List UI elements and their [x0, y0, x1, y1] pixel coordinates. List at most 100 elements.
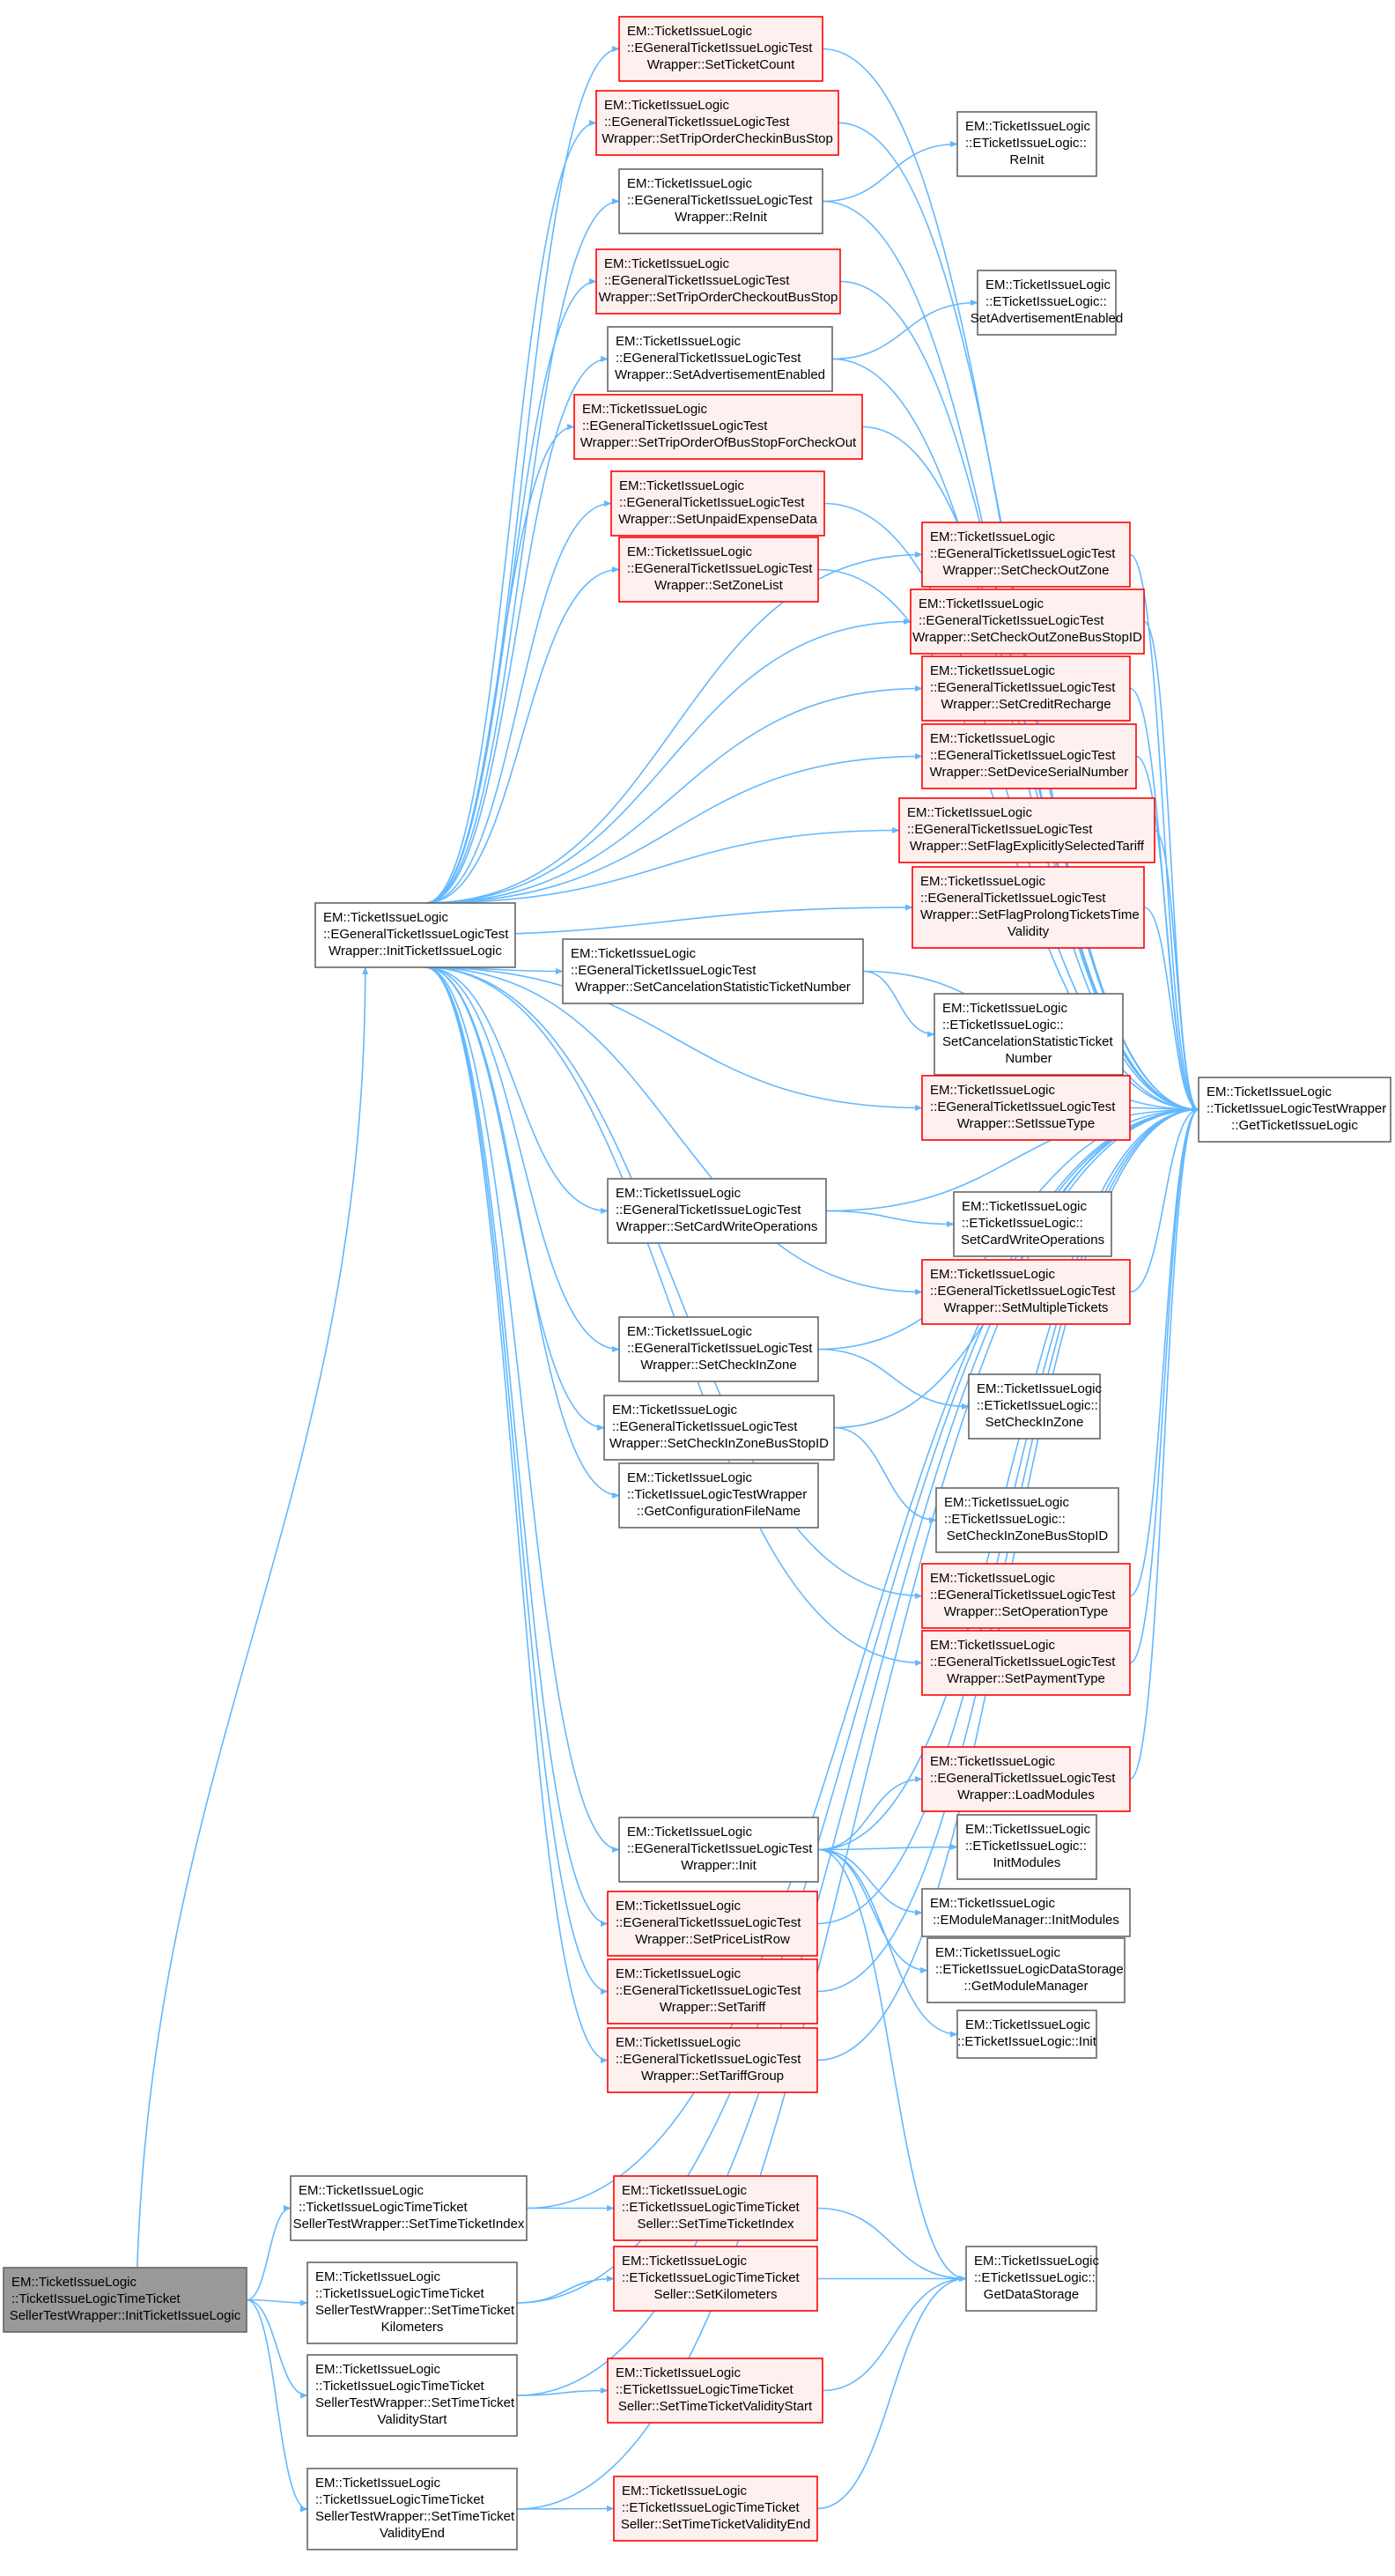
node-box	[926, 1937, 1126, 2003]
node-check-out-zone[interactable]: EM::TicketIssueLogic::EGeneralTicketIssu…	[921, 522, 1131, 588]
node-tts-km[interactable]: EM::TicketIssueLogic::ETicketIssueLogicT…	[613, 2246, 818, 2312]
call-edge	[1143, 620, 1199, 1113]
call-edge	[424, 45, 620, 904]
node-get-config[interactable]: EM::TicketIssueLogic::TicketIssueLogicTe…	[618, 1462, 819, 1529]
call-edge	[424, 966, 605, 1432]
node-label-line: InitModules	[993, 1855, 1061, 1870]
node-label-line: EM::TicketIssueLogic	[920, 874, 1045, 889]
node-label-line: SellerTestWrapper::SetTimeTicketIndex	[293, 2217, 525, 2232]
node-label-line: EM::TicketIssueLogic	[315, 2269, 440, 2284]
node-multiple[interactable]: EM::TicketIssueLogic::EGeneralTicketIssu…	[921, 1259, 1131, 1325]
node-tariff[interactable]: EM::TicketIssueLogic::EGeneralTicketIssu…	[607, 1958, 818, 2025]
call-edge	[1154, 829, 1199, 1113]
node-ttsw-end[interactable]: EM::TicketIssueLogic::TicketIssueLogicTi…	[306, 2468, 518, 2550]
node-ttsw-index[interactable]: EM::TicketIssueLogic::TicketIssueLogicTi…	[290, 2175, 528, 2241]
node-init[interactable]: EM::TicketIssueLogic::EGeneralTicketIssu…	[618, 1817, 819, 1883]
node-tariff-group[interactable]: EM::TicketIssueLogic::EGeneralTicketIssu…	[607, 2027, 818, 2093]
node-label-line: ::EGeneralTicketIssueLogicTest	[612, 1419, 798, 1434]
node-serial[interactable]: EM::TicketIssueLogic::EGeneralTicketIssu…	[921, 723, 1137, 789]
node-etil-check-in-zone-bus[interactable]: EM::TicketIssueLogic::ETicketIssueLogic:…	[935, 1487, 1119, 1553]
node-ttsw-start[interactable]: EM::TicketIssueLogic::TicketIssueLogicTi…	[306, 2354, 518, 2437]
call-edge	[424, 566, 620, 904]
node-issue-type[interactable]: EM::TicketIssueLogic::EGeneralTicketIssu…	[921, 1075, 1131, 1141]
node-pay-type[interactable]: EM::TicketIssueLogic::EGeneralTicketIssu…	[921, 1630, 1131, 1696]
node-box	[935, 1487, 1119, 1553]
node-trip-checkin[interactable]: EM::TicketIssueLogic::EGeneralTicketIssu…	[595, 90, 839, 156]
node-root[interactable]: EM::TicketIssueLogic::TicketIssueLogicTi…	[3, 2267, 247, 2333]
node-check-in-zone[interactable]: EM::TicketIssueLogic::EGeneralTicketIssu…	[618, 1316, 819, 1382]
node-box	[618, 168, 823, 234]
node-box	[607, 2027, 818, 2093]
node-etil-card-write[interactable]: EM::TicketIssueLogic::ETicketIssueLogic:…	[953, 1191, 1112, 1257]
node-label-line: EM::TicketIssueLogic	[627, 544, 752, 559]
node-trip-for-checkout[interactable]: EM::TicketIssueLogic::EGeneralTicketIssu…	[573, 394, 863, 460]
node-label-line: EM::TicketIssueLogic	[965, 2017, 1090, 2032]
node-label-line: ::TicketIssueLogicTimeTicket	[11, 2291, 181, 2306]
node-label-line: EM::TicketIssueLogic	[930, 529, 1055, 544]
node-label-line: ::EGeneralTicketIssueLogicTest	[627, 561, 813, 576]
node-label-line: Wrapper::ReInit	[675, 210, 768, 225]
node-label-line: ::EGeneralTicketIssueLogicTest	[627, 1841, 813, 1856]
node-label-line: Wrapper::SetTariff	[660, 2000, 766, 2015]
node-get-mod-mgr[interactable]: EM::TicketIssueLogic::ETicketIssueLogicD…	[926, 1937, 1126, 2003]
node-zone-list[interactable]: EM::TicketIssueLogic::EGeneralTicketIssu…	[618, 537, 819, 603]
node-label-line: EM::TicketIssueLogic	[604, 98, 729, 113]
node-card-write[interactable]: EM::TicketIssueLogic::EGeneralTicketIssu…	[607, 1178, 827, 1244]
node-etil-adv[interactable]: EM::TicketIssueLogic::ETicketIssueLogic:…	[971, 270, 1123, 336]
node-emm-init[interactable]: EM::TicketIssueLogic::EModuleManager::In…	[921, 1888, 1131, 1937]
node-label-line: EM::TicketIssueLogic	[315, 2362, 440, 2377]
node-credit[interactable]: EM::TicketIssueLogic::EGeneralTicketIssu…	[921, 655, 1131, 722]
call-edge	[424, 966, 620, 1353]
node-label-line: ::EGeneralTicketIssueLogicTest	[616, 351, 801, 366]
node-etil-check-in-zone[interactable]: EM::TicketIssueLogic::ETicketIssueLogic:…	[968, 1373, 1102, 1440]
node-label-line: EM::TicketIssueLogic	[616, 1186, 741, 1201]
call-edge	[817, 1843, 958, 1851]
node-adv[interactable]: EM::TicketIssueLogic::EGeneralTicketIssu…	[607, 326, 833, 392]
node-set-ticket-count[interactable]: EM::TicketIssueLogic::EGeneralTicketIssu…	[618, 16, 823, 82]
node-label-line: ReInit	[1009, 152, 1044, 167]
call-edge	[424, 119, 597, 904]
node-cancel[interactable]: EM::TicketIssueLogic::EGeneralTicketIssu…	[562, 938, 864, 1004]
node-box	[898, 797, 1155, 863]
node-box	[613, 2175, 818, 2241]
node-label-line: Wrapper::SetCreditRecharge	[941, 697, 1111, 712]
node-box	[613, 2476, 818, 2542]
call-edge	[424, 500, 612, 904]
node-ttsw-km[interactable]: EM::TicketIssueLogic::TicketIssueLogicTi…	[306, 2261, 518, 2344]
node-box	[953, 1191, 1112, 1257]
node-label-line: Wrapper::SetFlagExplicitlySelectedTariff	[910, 839, 1145, 854]
node-label-line: Wrapper::SetCancelationStatisticTicketNu…	[575, 980, 851, 995]
node-label-line: ::TicketIssueLogicTestWrapper	[1207, 1101, 1386, 1116]
node-label-line: EM::TicketIssueLogic	[323, 910, 448, 925]
node-etil-init-modules[interactable]: EM::TicketIssueLogic::ETicketIssueLogic:…	[956, 1814, 1097, 1880]
node-op-type[interactable]: EM::TicketIssueLogic::EGeneralTicketIssu…	[921, 1563, 1131, 1629]
node-etil-re-init[interactable]: EM::TicketIssueLogic::ETicketIssueLogic:…	[956, 111, 1097, 177]
node-tts-start[interactable]: EM::TicketIssueLogic::ETicketIssueLogicT…	[607, 2358, 823, 2424]
call-edge	[424, 752, 923, 904]
node-tts-end[interactable]: EM::TicketIssueLogic::ETicketIssueLogicT…	[613, 2476, 818, 2542]
node-price-list[interactable]: EM::TicketIssueLogic::EGeneralTicketIssu…	[607, 1891, 818, 1957]
node-label-line: Number	[1005, 1051, 1052, 1066]
node-flag-expl[interactable]: EM::TicketIssueLogic::EGeneralTicketIssu…	[898, 797, 1155, 863]
node-label-line: ::EGeneralTicketIssueLogicTest	[619, 495, 805, 510]
node-trip-checkout[interactable]: EM::TicketIssueLogic::EGeneralTicketIssu…	[595, 248, 841, 315]
node-label-line: ::EGeneralTicketIssueLogicTest	[919, 613, 1104, 628]
node-check-out-zone-bus[interactable]: EM::TicketIssueLogic::EGeneralTicketIssu…	[910, 588, 1145, 655]
node-eg-init[interactable]: EM::TicketIssueLogic::EGeneralTicketIssu…	[314, 902, 516, 968]
node-get-data-storage[interactable]: EM::TicketIssueLogic::ETicketIssueLogic:…	[965, 2246, 1099, 2312]
node-tts-index[interactable]: EM::TicketIssueLogic::ETicketIssueLogicT…	[613, 2175, 818, 2241]
node-flag-prolong[interactable]: EM::TicketIssueLogic::EGeneralTicketIssu…	[912, 866, 1145, 949]
node-load-modules[interactable]: EM::TicketIssueLogic::EGeneralTicketIssu…	[921, 1746, 1131, 1812]
node-box	[921, 1075, 1131, 1141]
call-edge	[1143, 907, 1199, 1114]
node-get-t-i-l[interactable]: EM::TicketIssueLogic::TicketIssueLogicTe…	[1198, 1077, 1391, 1143]
node-etil-cancel[interactable]: EM::TicketIssueLogic::ETicketIssueLogic:…	[934, 993, 1124, 1076]
node-unpaid[interactable]: EM::TicketIssueLogic::EGeneralTicketIssu…	[610, 470, 825, 537]
node-label-line: EM::TicketIssueLogic	[622, 2483, 747, 2498]
call-edge	[424, 966, 609, 2064]
node-etil-init[interactable]: EM::TicketIssueLogic::ETicketIssueLogic:…	[956, 2010, 1097, 2059]
node-re-init[interactable]: EM::TicketIssueLogic::EGeneralTicketIssu…	[618, 168, 823, 234]
node-check-in-zone-bus[interactable]: EM::TicketIssueLogic::EGeneralTicketIssu…	[603, 1395, 835, 1461]
call-edge	[822, 2275, 967, 2392]
